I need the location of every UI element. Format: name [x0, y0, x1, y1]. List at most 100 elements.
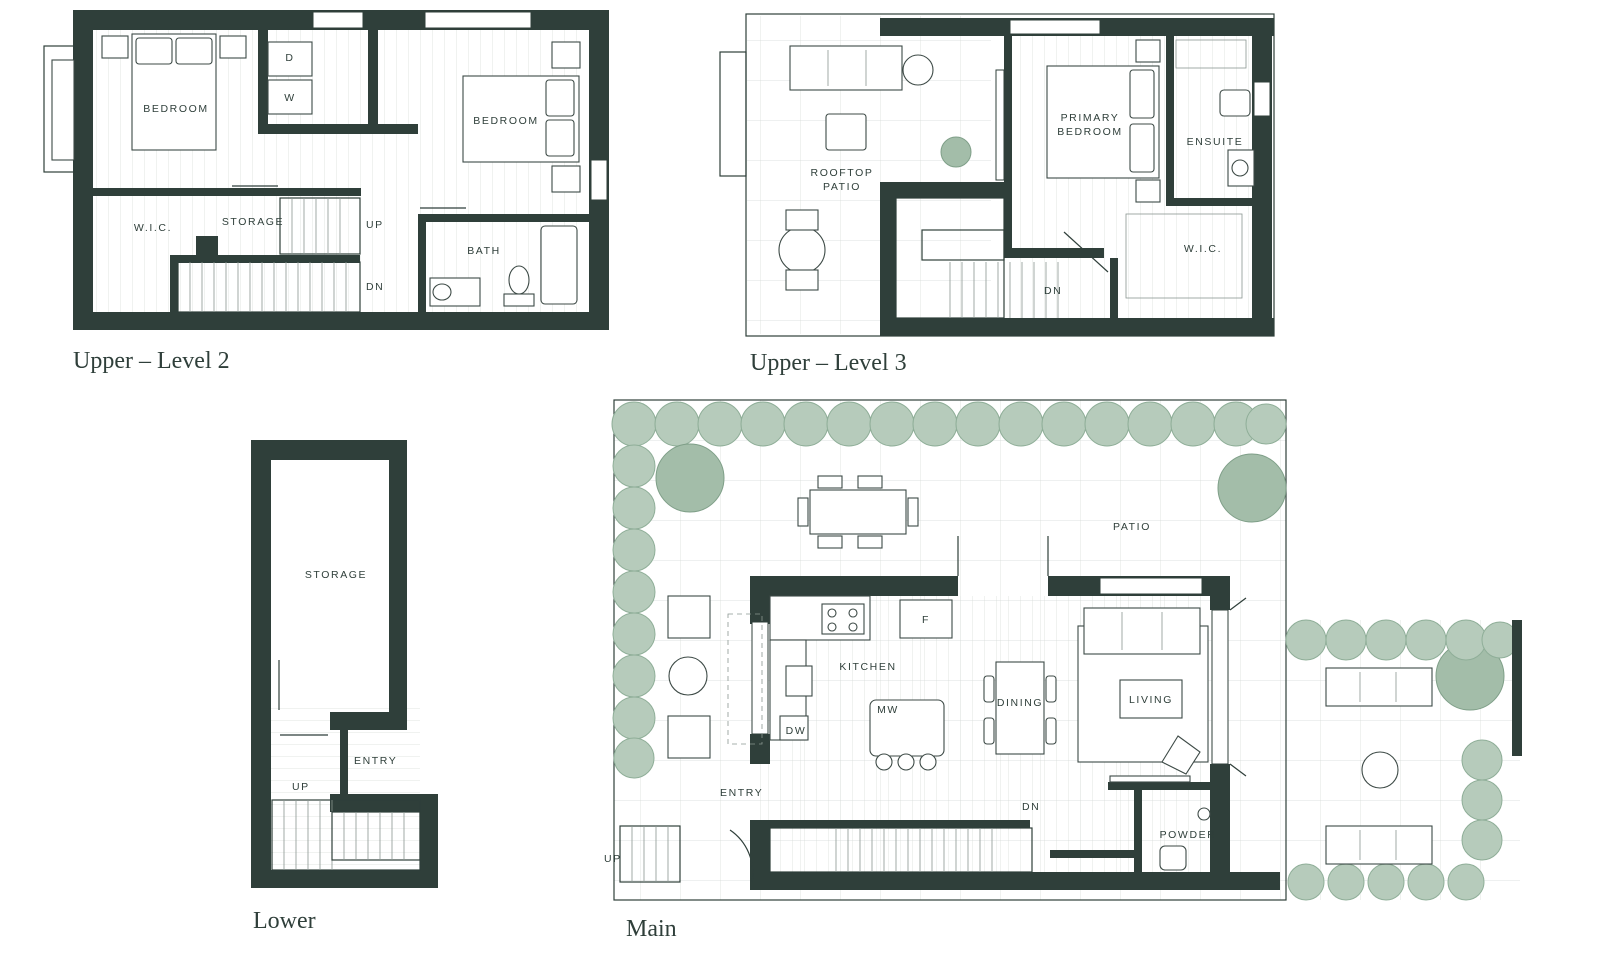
l3-wall-stair-left	[880, 182, 896, 336]
main-label-up: UP	[604, 853, 622, 865]
l2-window-top-2	[424, 11, 532, 29]
l3-wall-right	[1252, 18, 1272, 336]
l2-label-bedroom-right: BEDROOM	[473, 115, 538, 127]
lower-wall-entry	[340, 730, 348, 794]
lower-wall-right	[389, 440, 407, 730]
l2-wall-stair-top	[170, 255, 360, 263]
main-label-dining: DINING	[997, 697, 1043, 709]
main-powder-fixtures	[1159, 807, 1211, 871]
main-hedge-left	[612, 444, 656, 779]
main-hedge-top	[611, 401, 1287, 447]
main-label-kitchen: KITCHEN	[839, 661, 896, 673]
l2-washer	[267, 79, 313, 115]
main-living-furniture	[1077, 607, 1209, 783]
l2-title: Upper – Level 2	[73, 348, 230, 374]
main-kitchen	[769, 595, 953, 771]
lower-label-storage: STORAGE	[305, 569, 367, 581]
l3-wall-dn	[1004, 248, 1104, 258]
l2-window-top-1	[312, 11, 364, 29]
l3-wall-ensuite-bottom	[1166, 198, 1260, 206]
lower-wall-right-lower	[420, 794, 438, 888]
main-wall-left-mid	[750, 734, 770, 764]
main-slider-door	[1211, 609, 1229, 765]
l2-wall-left	[73, 10, 93, 330]
l2-label-storage: STORAGE	[222, 216, 284, 228]
l3-wall-ensuite	[1166, 36, 1174, 206]
l2-bed-right	[462, 41, 581, 193]
main-patio-lounge	[667, 595, 763, 759]
l3-label-bedroom: BEDROOM	[1057, 126, 1122, 138]
l2-bed-left	[51, 33, 247, 161]
l3-wall-stair-top	[880, 182, 1010, 198]
main-wall-powder	[1134, 790, 1142, 872]
l3-door-swing	[1063, 231, 1109, 273]
main-stairs	[619, 825, 1033, 883]
l3-label-patio: PATIO	[823, 181, 861, 193]
lower-label-entry: ENTRY	[354, 755, 397, 767]
main-outline	[613, 399, 1287, 901]
l3-wall-bottom	[880, 318, 1274, 336]
main-wall-right-bottom	[1210, 764, 1230, 890]
l2-window-right	[590, 159, 608, 201]
lower-wall-storage-bottom	[330, 712, 407, 730]
main-label-living: LIVING	[1129, 694, 1173, 706]
main-hedge-side	[1285, 619, 1519, 901]
l3-label-ensuite: ENSUITE	[1187, 136, 1244, 148]
l3-ensuite-fixtures	[1175, 39, 1255, 187]
l2-dryer	[267, 41, 313, 77]
plan-upper-level-3: ROOFTOP PATIO PRIMARY BEDROOM ENSUITE W.…	[719, 13, 1275, 376]
l3-title: Upper – Level 3	[750, 350, 907, 376]
l3-window-right	[1253, 81, 1271, 117]
main-wall-top-left	[750, 576, 958, 596]
lower-label-up: UP	[292, 781, 310, 793]
l3-label-dn: DN	[1044, 285, 1062, 297]
lower-wall-top	[251, 440, 407, 460]
main-wall-stair-top	[770, 820, 1030, 828]
l3-planter	[719, 51, 747, 177]
l2-wall-bath-top	[418, 214, 590, 222]
l2-label-bath: BATH	[467, 245, 501, 257]
plan-main: PATIO KITCHEN DINING LIVING F MW DW ENTR…	[604, 399, 1522, 942]
l2-label-dryer: D	[285, 52, 294, 64]
main-label-dishwasher: DW	[786, 725, 807, 737]
l2-wall-post	[196, 236, 218, 258]
main-window-living	[1099, 577, 1203, 595]
l3-wall-bedroom-left	[1004, 36, 1012, 256]
l3-stairs	[895, 197, 1059, 319]
l3-wic-rail	[1125, 213, 1243, 299]
lower-wall-left	[251, 440, 271, 888]
l2-label-dn: DN	[366, 281, 384, 293]
l2-wall-mid	[258, 124, 418, 134]
l2-wall-bath-left	[418, 214, 426, 312]
main-wall-closet	[1050, 850, 1134, 858]
l3-label-primary: PRIMARY	[1061, 112, 1120, 124]
l2-label-washer: W	[284, 92, 296, 104]
main-door-swings	[957, 536, 1247, 777]
main-label-powder: POWDER	[1160, 829, 1217, 841]
plan-lower: STORAGE ENTRY UP Lower	[251, 440, 438, 934]
l2-label-up: UP	[366, 219, 384, 231]
lower-wall-bottom	[251, 870, 438, 888]
main-tree-right	[1217, 453, 1287, 523]
main-entry-door-swing	[729, 829, 754, 883]
l3-label-wic: W.I.C.	[1184, 243, 1222, 255]
l3-patio-door	[995, 69, 1005, 181]
l2-wall-closet	[258, 30, 268, 132]
l2-label-wic: W.I.C.	[134, 222, 172, 234]
main-label-patio: PATIO	[1113, 521, 1151, 533]
l2-stairs	[177, 197, 361, 313]
l2-wall-closet-2	[368, 30, 378, 132]
main-wall-bottom	[750, 872, 1280, 890]
main-window-kitchen	[751, 621, 769, 735]
l3-plant	[940, 136, 972, 168]
l3-patio-furniture	[778, 45, 972, 291]
main-title: Main	[626, 916, 677, 942]
l3-primary-bed	[1046, 39, 1161, 203]
main-side-wall	[1512, 620, 1522, 756]
main-label-entry: ENTRY	[720, 787, 763, 799]
l2-wall-bottom	[73, 312, 609, 330]
main-label-microwave: MW	[877, 704, 899, 716]
main-tree-left	[655, 443, 725, 513]
main-side-patio-furniture	[1325, 667, 1433, 865]
lower-stairs	[271, 799, 421, 871]
